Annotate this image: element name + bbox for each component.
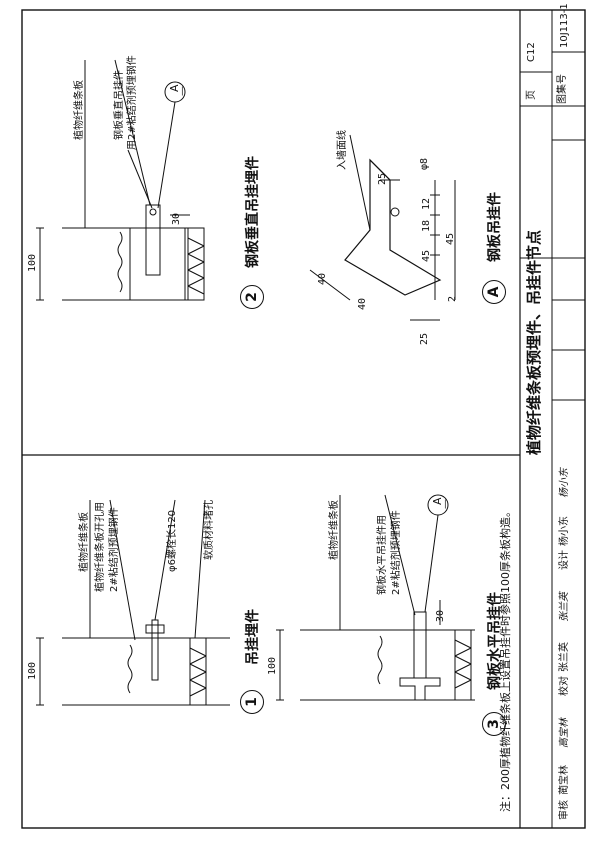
detail-A-dim-40b: 40 — [357, 297, 368, 310]
footnote: 注：200厚植物纤维条板上设置吊挂件时参照100厚条板构造。 — [499, 506, 512, 812]
detail-2-label-3: 用2#粘结剂预埋钢件 — [127, 55, 138, 150]
detail-1-label-5: 软质材料堵孔 — [204, 500, 215, 560]
proof-label: 校对 — [559, 676, 570, 696]
detail-A-dim-2: 2 — [447, 295, 458, 302]
proofer-name: 张兰英 — [559, 642, 570, 672]
designer-signature: 杨小东 — [559, 468, 570, 498]
detail-1-label-3: 2#粘结剂预埋钢件 — [109, 507, 120, 592]
page-no: C12 — [526, 42, 537, 62]
detail-1-label-1: 植物纤维条板 — [79, 512, 90, 572]
detail-3-dim-30: 30 — [435, 609, 446, 622]
detail-2-label-2: 钢板垂直吊挂件 — [114, 70, 125, 140]
atlas-no: 10J113-1 — [559, 3, 570, 48]
sheet-title: 植物纤维条板预埋件、吊挂件节点 — [525, 229, 543, 455]
detail-A-dim-45a: 45 — [445, 232, 456, 245]
reviewer-name: 蔺宝林 — [559, 765, 570, 795]
reviewer-signature: 高宝林 — [559, 718, 570, 748]
detail-3-label-2: 钢板水平吊挂件用 — [377, 515, 388, 595]
detail-1-label-2: 植物纤维条板开孔用 — [95, 502, 106, 592]
detail-A-dim-40a: 40 — [317, 272, 328, 285]
detail-A-dim-25-top: 25 — [377, 172, 388, 185]
detail-A-dim-45b: 45 — [421, 249, 432, 262]
detail-1-label-4: φ6螺栓长120 — [167, 509, 178, 572]
detail-A-letter: A — [482, 280, 506, 304]
detail-1-caption: 吊挂埋件 — [245, 609, 261, 665]
detail-2-dim-100: 100 — [27, 253, 38, 272]
design-label: 设计 — [559, 550, 570, 570]
detail-2-number: 2 — [240, 285, 264, 309]
detail-1-dim-100: 100 — [27, 661, 38, 680]
detail-A-dim-18: 18 — [421, 219, 432, 232]
detail-A-dim-12: 12 — [421, 197, 432, 210]
detail-3-label-1: 植物纤维条板 — [329, 500, 340, 560]
detail-2-label-1: 植物纤维条板 — [74, 80, 85, 140]
atlas-no-label: 图集号 — [557, 74, 568, 104]
detail-1-number: 1 — [240, 690, 264, 714]
detail-3-section-sub: — — [440, 499, 451, 509]
detail-2-dim-30: 30 — [171, 212, 182, 225]
detail-A-caption: 钢板吊挂件 — [487, 192, 503, 262]
designer-name: 杨小东 — [559, 516, 570, 546]
detail-2-section-sub: — — [177, 86, 188, 96]
review-label: 审核 — [559, 800, 570, 820]
page-label: 页 — [526, 90, 537, 100]
detail-2-caption: 钢板垂直吊挂埋件 — [245, 156, 261, 268]
proofer-signature: 张兰英 — [559, 592, 570, 622]
detail-A-dim-phi8: φ8 — [419, 157, 430, 170]
detail-3-dim-100: 100 — [267, 656, 278, 675]
detail-A-label: 入墙面线 — [337, 130, 348, 170]
detail-3-label-3: 2#粘结剂预埋钢件 — [391, 510, 402, 595]
detail-A-dim-25-bot: 25 — [419, 332, 430, 345]
